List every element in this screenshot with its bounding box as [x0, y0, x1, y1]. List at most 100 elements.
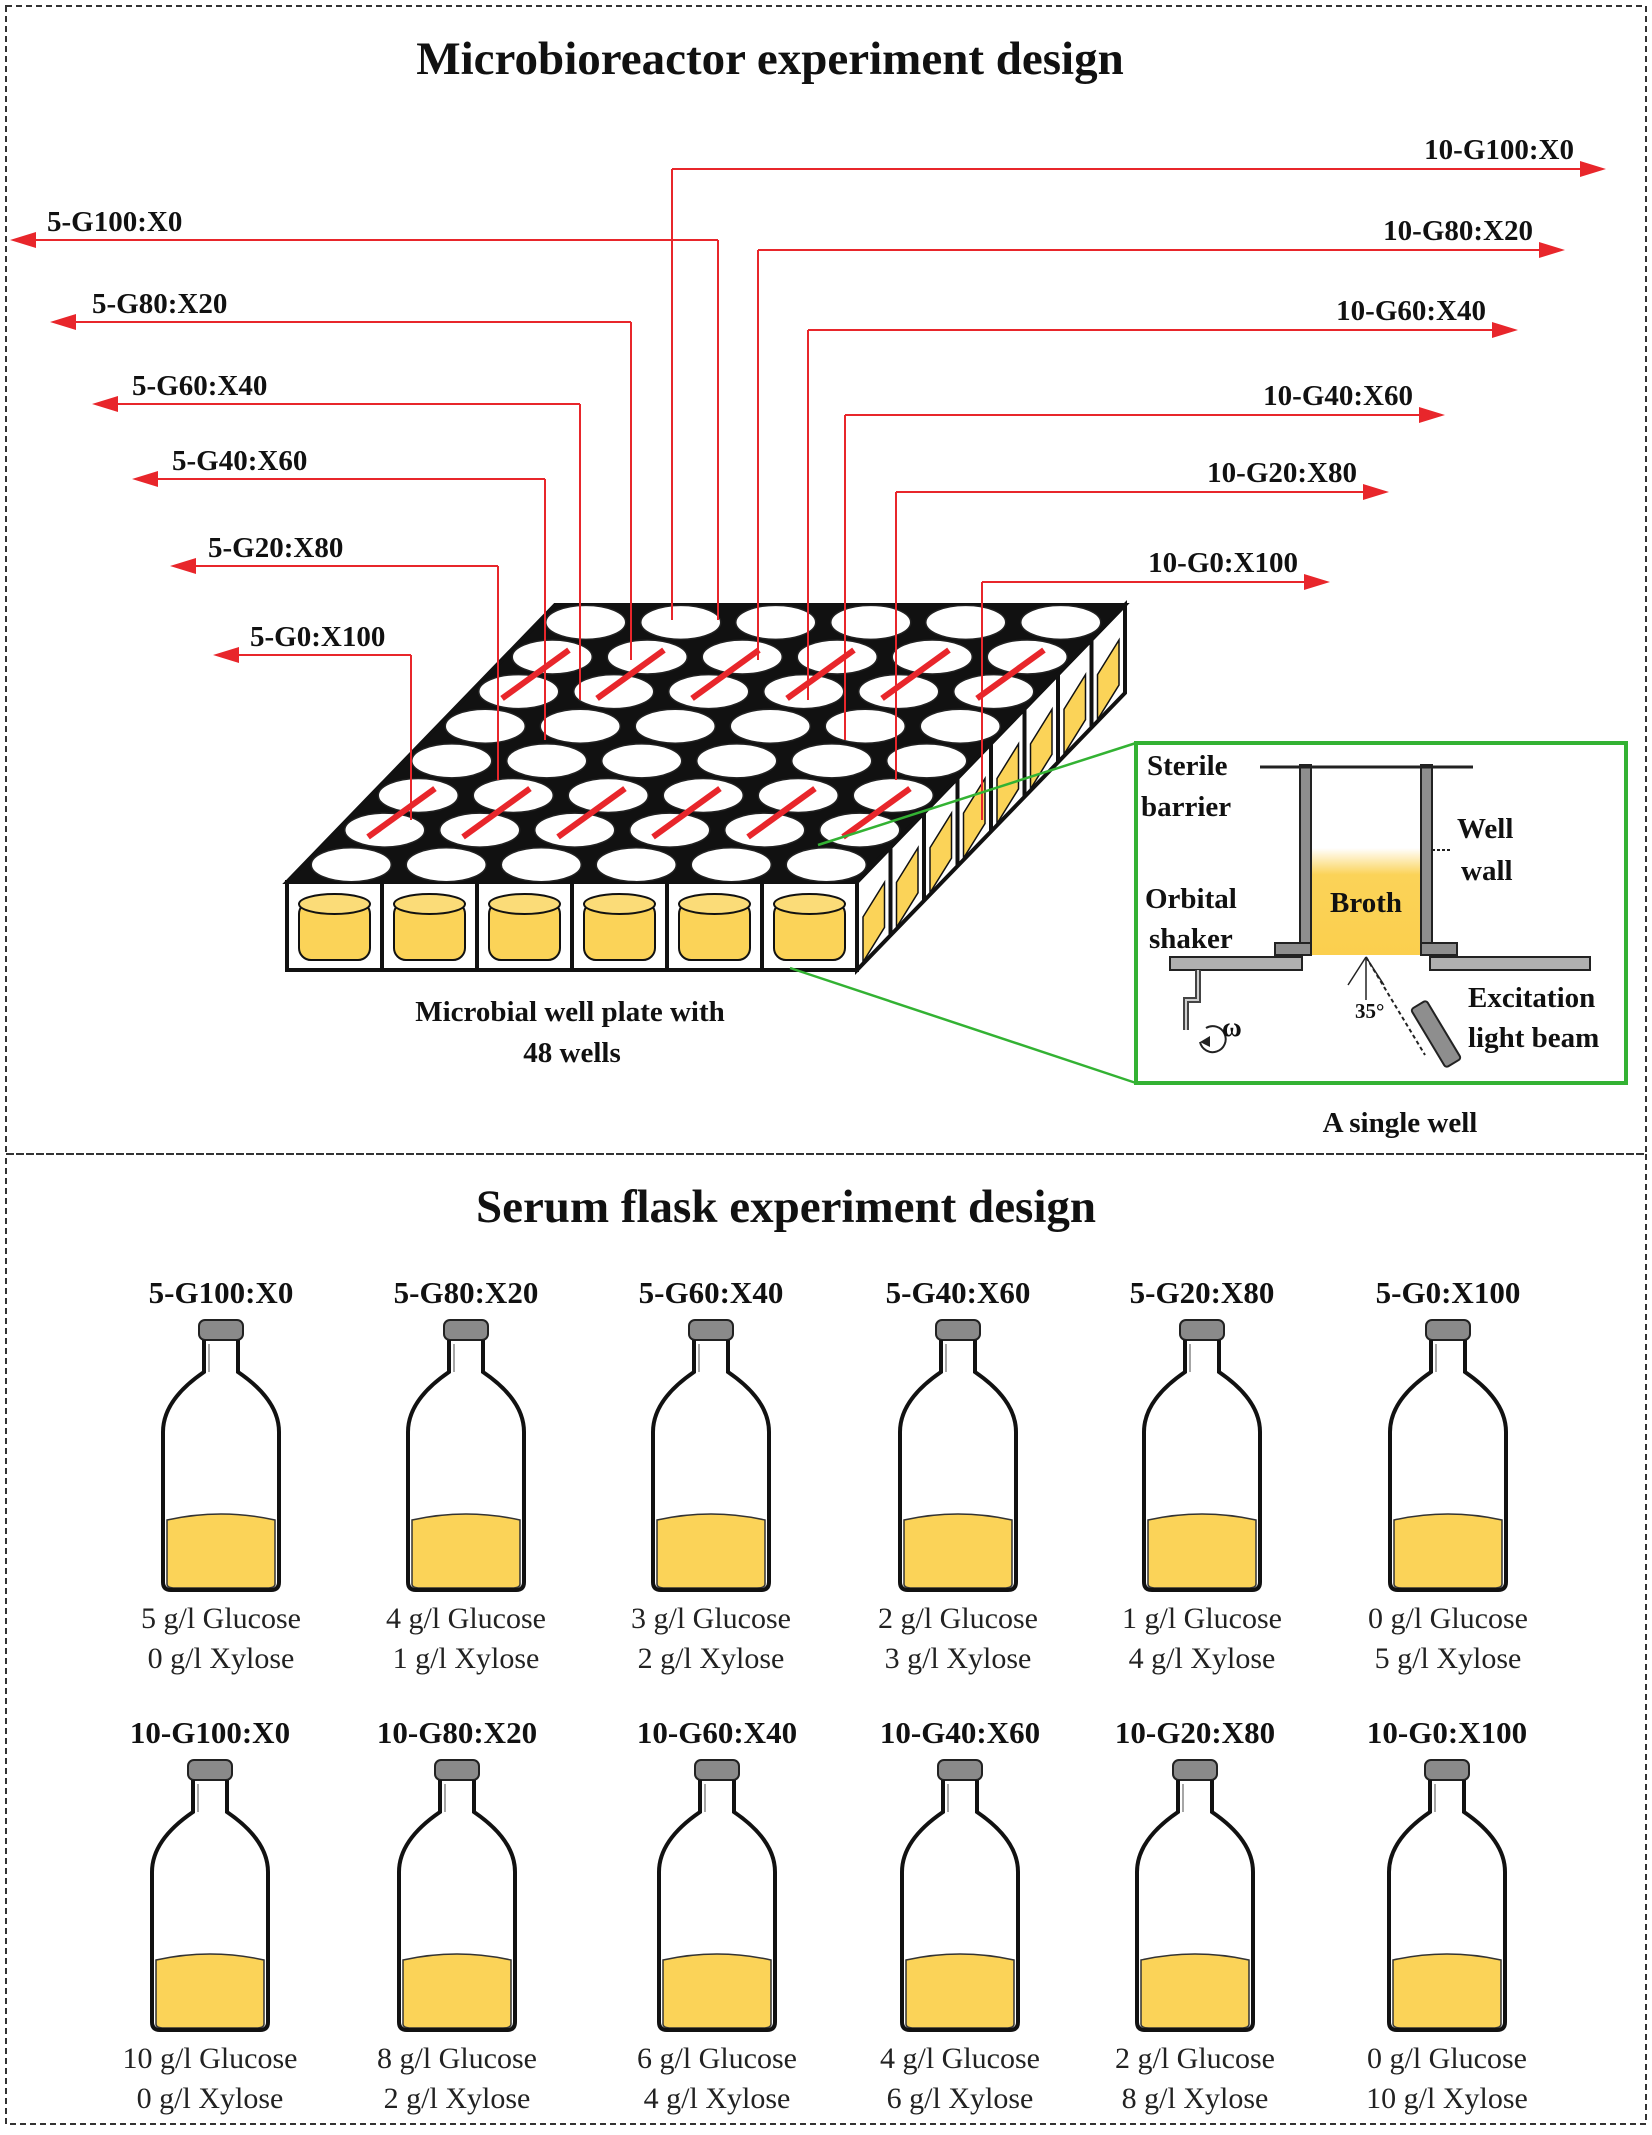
plate-well — [506, 743, 588, 779]
well-marker — [461, 786, 532, 840]
flask-broth — [155, 1953, 265, 2029]
well-foot-left — [1274, 942, 1312, 956]
plate-well — [478, 673, 560, 710]
flask-cap — [198, 1319, 244, 1341]
flask-label: 10-G100:X0 — [130, 1715, 290, 1750]
plate-well — [405, 846, 487, 883]
arrow-head — [50, 314, 76, 330]
flask-xylose: 8 g/l Xylose — [1122, 2082, 1269, 2115]
flask-glucose: 0 g/l Glucose — [1368, 1602, 1528, 1635]
flask-cap — [1425, 1319, 1471, 1341]
well-marker — [880, 647, 951, 701]
row2-flask: 10-G40:X60 4 g/l Glucose 6 g/l Xylose — [880, 1715, 1040, 2115]
flask-broth — [905, 1953, 1015, 2029]
plate-well — [953, 673, 1035, 710]
serum-title: Serum flask experiment design — [476, 1181, 1096, 1233]
flask-cap — [694, 1759, 740, 1781]
flask-outline — [657, 1780, 777, 2032]
plate-well — [545, 604, 627, 641]
flask-outline — [1135, 1780, 1255, 2032]
flask-glucose: 3 g/l Glucose — [631, 1602, 791, 1635]
left-condition-label: 5-G100:X0 — [47, 206, 182, 238]
plate-well — [444, 708, 526, 744]
plate-well — [824, 708, 906, 744]
flask-xylose: 3 g/l Xylose — [885, 1642, 1032, 1675]
flask-label: 10-G40:X60 — [880, 1715, 1040, 1750]
bottom-panel-frame — [5, 1153, 1647, 2125]
label-well-1: Well — [1457, 813, 1513, 845]
plate-well — [729, 708, 811, 744]
plate-well — [629, 812, 711, 848]
flask-glucose: 0 g/l Glucose — [1367, 2042, 1527, 2075]
plate-well — [757, 777, 839, 814]
plate-well — [830, 604, 912, 641]
arrow-head — [1304, 574, 1330, 590]
plate-well — [595, 846, 677, 883]
flask-label: 10-G80:X20 — [377, 1715, 537, 1750]
right-condition-label: 10-G60:X40 — [1336, 295, 1486, 327]
plate-well — [634, 708, 716, 744]
plate-side-broth — [929, 810, 953, 896]
flask-label: 5-G80:X20 — [394, 1275, 539, 1310]
flask-cap — [1179, 1319, 1225, 1341]
plate-well — [662, 777, 744, 814]
well-marker — [366, 786, 437, 840]
zoom-line-bottom — [789, 966, 1137, 1085]
flask-outline — [397, 1780, 517, 2032]
flask-glucose: 8 g/l Glucose — [377, 2042, 537, 2075]
well-plate — [282, 600, 1130, 975]
arrow-head — [10, 232, 36, 248]
arrow-head — [213, 647, 239, 663]
plate-well — [919, 708, 1001, 744]
well-marker — [841, 786, 912, 840]
plate-well — [668, 673, 750, 710]
right-condition-label: 10-G40:X60 — [1263, 380, 1413, 412]
plate-well — [439, 812, 521, 848]
flask-outline — [898, 1340, 1018, 1592]
flask-glucose: 4 g/l Glucose — [880, 2042, 1040, 2075]
broth-fill — [1311, 848, 1421, 955]
plate-well — [310, 846, 392, 883]
plate-side-broth — [862, 879, 886, 965]
left-condition-label: 5-G40:X60 — [172, 445, 307, 477]
flask-label: 10-G60:X40 — [637, 1715, 797, 1750]
single-well-caption: A single well — [1323, 1107, 1478, 1139]
plate-side-broth — [1096, 637, 1120, 723]
flask-broth — [166, 1513, 276, 1589]
plate-well — [724, 812, 806, 848]
well-marker — [785, 647, 856, 701]
shaker-platform-left — [1169, 956, 1303, 971]
plate-well — [411, 743, 493, 779]
plate-front-broth-top — [488, 893, 561, 915]
arrow-head — [1580, 161, 1606, 177]
plate-well — [690, 846, 772, 883]
arrow-head — [1539, 242, 1565, 258]
flask-outline — [900, 1780, 1020, 2032]
flask-xylose: 6 g/l Xylose — [887, 2082, 1034, 2115]
plate-well — [606, 639, 688, 675]
flask-broth — [1393, 1513, 1503, 1589]
beam-reflect — [1347, 956, 1367, 986]
well-marker — [595, 647, 666, 701]
right-condition-label: 10-G0:X100 — [1148, 547, 1298, 579]
arrow-head — [92, 396, 118, 412]
flask-label: 5-G0:X100 — [1376, 1275, 1521, 1310]
label-excitation-2: light beam — [1468, 1022, 1599, 1054]
flask-outline — [651, 1340, 771, 1592]
plate-well — [819, 812, 901, 848]
beam-reflect2 — [1365, 956, 1385, 986]
beam-line — [1365, 956, 1426, 1056]
plate-front-broth-top — [393, 893, 466, 915]
plate-well — [925, 604, 1007, 641]
flask-outline — [161, 1340, 281, 1592]
flask-glucose: 1 g/l Glucose — [1122, 1602, 1282, 1635]
plate-side-broth — [1029, 706, 1053, 792]
flask-label: 10-G20:X80 — [1115, 1715, 1275, 1750]
well-foot-right — [1420, 942, 1458, 956]
flask-broth — [903, 1513, 1013, 1589]
